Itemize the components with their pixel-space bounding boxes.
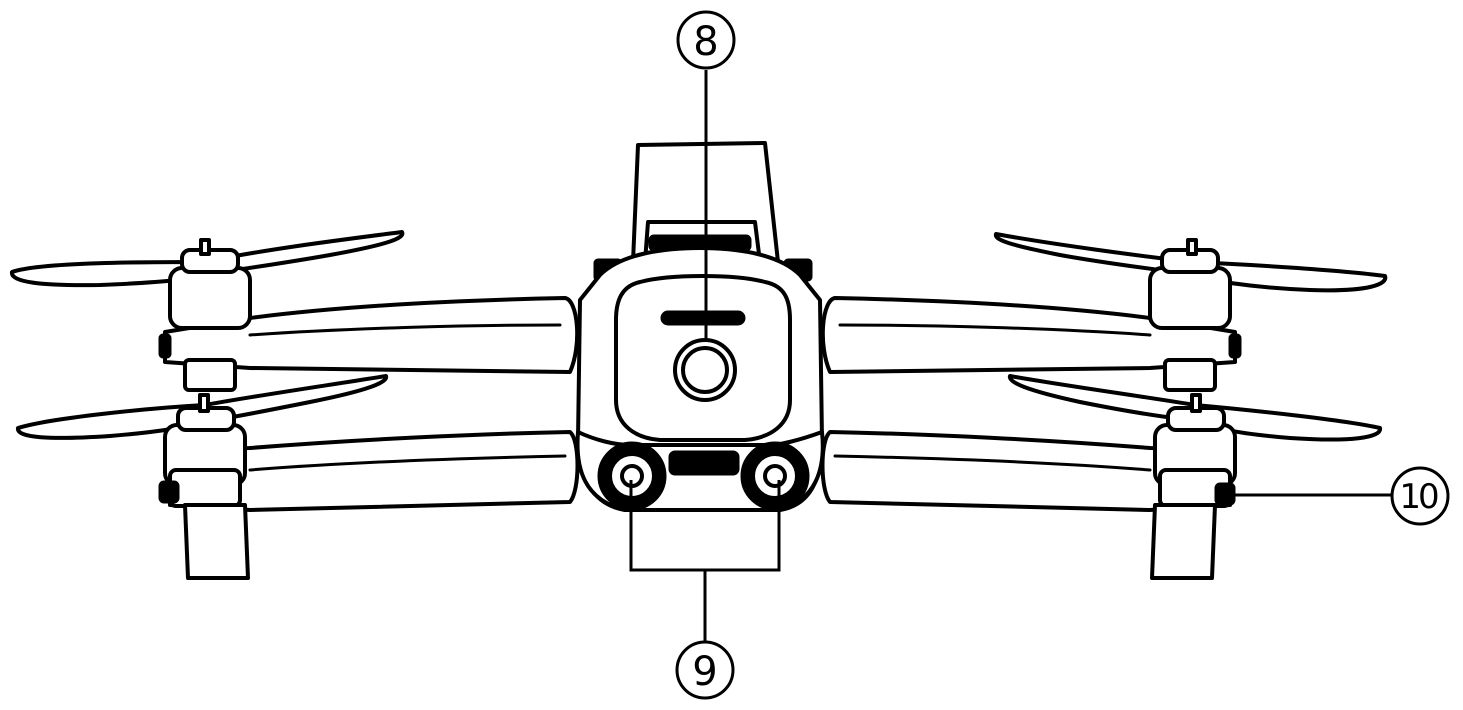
propeller-front-right — [1007, 374, 1382, 442]
callout-10: 10 — [1390, 466, 1450, 526]
propeller-rear-left — [10, 230, 405, 288]
arm-upper-left — [163, 296, 580, 374]
callout-9: 9 — [675, 640, 735, 700]
camera-housing — [614, 274, 792, 442]
arm-upper-right — [820, 296, 1237, 374]
motor-upper-right — [1148, 238, 1242, 392]
motor-upper-left — [158, 238, 252, 392]
motor-lower-right — [1150, 393, 1237, 580]
motor-lower-left — [158, 393, 250, 580]
callout-8-label: 8 — [693, 19, 718, 65]
arm-led-indicator — [1214, 482, 1236, 506]
propeller-rear-right — [993, 232, 1388, 293]
arm-lower-left — [168, 430, 580, 512]
callout-10-label: 10 — [1399, 477, 1438, 517]
callout-9-label: 9 — [692, 649, 717, 695]
arm-lower-right — [820, 430, 1232, 512]
bottom-vision-sensors — [597, 441, 810, 511]
callout-8: 8 — [676, 10, 736, 70]
